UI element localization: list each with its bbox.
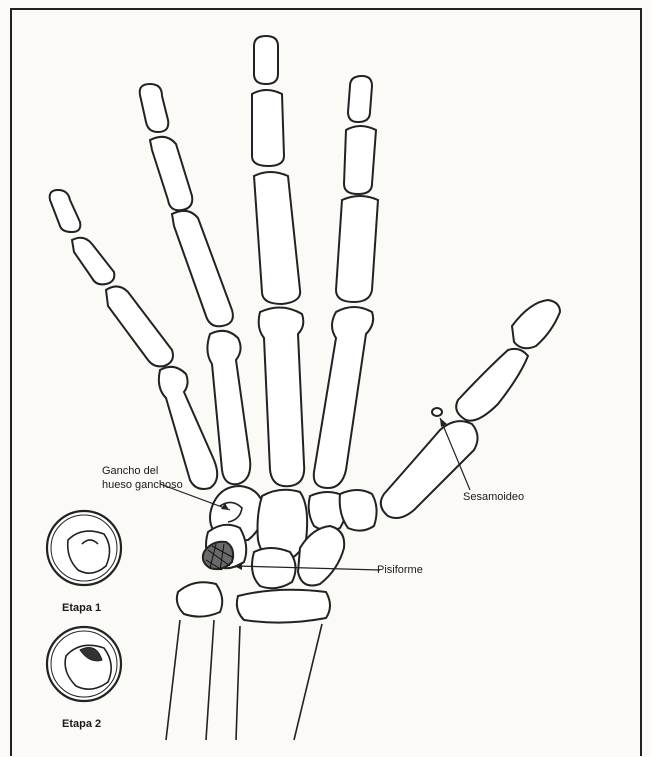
ulna-epiphysis <box>177 582 222 616</box>
ring-distal-phalanx <box>140 84 169 132</box>
ring-proximal-phalanx <box>172 211 233 326</box>
hamate-hook-label-line2: hueso ganchoso <box>102 479 183 491</box>
index-finger <box>314 76 378 488</box>
stage-2-inset <box>47 627 121 701</box>
stage-1-inset <box>47 511 121 585</box>
trapezium-bone <box>340 490 377 531</box>
thumb <box>381 300 560 518</box>
stage-1-label: Etapa 1 <box>62 602 101 614</box>
forearm-bones <box>166 582 330 740</box>
stage-2-label: Etapa 2 <box>62 718 101 730</box>
middle-proximal-phalanx <box>254 172 300 304</box>
sesamoid-bone <box>432 408 442 416</box>
carpal-bones <box>203 486 377 588</box>
ulna-shaft <box>166 620 214 740</box>
middle-middle-phalanx <box>252 90 284 166</box>
middle-finger <box>252 36 304 486</box>
thumb-metacarpal <box>381 421 478 518</box>
radius-shaft <box>236 624 322 740</box>
index-proximal-phalanx <box>336 196 378 302</box>
index-middle-phalanx <box>344 126 376 194</box>
index-distal-phalanx <box>348 76 372 122</box>
lunate-bone <box>252 548 296 588</box>
hamate-hook-label-line1: Gancho del <box>102 465 158 477</box>
sesamoid-label: Sesamoideo <box>463 491 524 503</box>
little-proximal-phalanx <box>106 286 173 366</box>
ring-middle-phalanx <box>150 137 192 210</box>
thumb-distal-phalanx <box>512 300 560 348</box>
middle-metacarpal <box>259 307 305 486</box>
pisiform-label: Pisiforme <box>377 564 423 576</box>
little-middle-phalanx <box>72 238 114 285</box>
little-distal-phalanx <box>50 190 81 232</box>
thumb-proximal-phalanx <box>456 349 528 421</box>
middle-distal-phalanx <box>254 36 278 84</box>
little-metacarpal <box>159 367 217 489</box>
radius-epiphysis <box>237 590 330 623</box>
index-metacarpal <box>314 307 373 488</box>
